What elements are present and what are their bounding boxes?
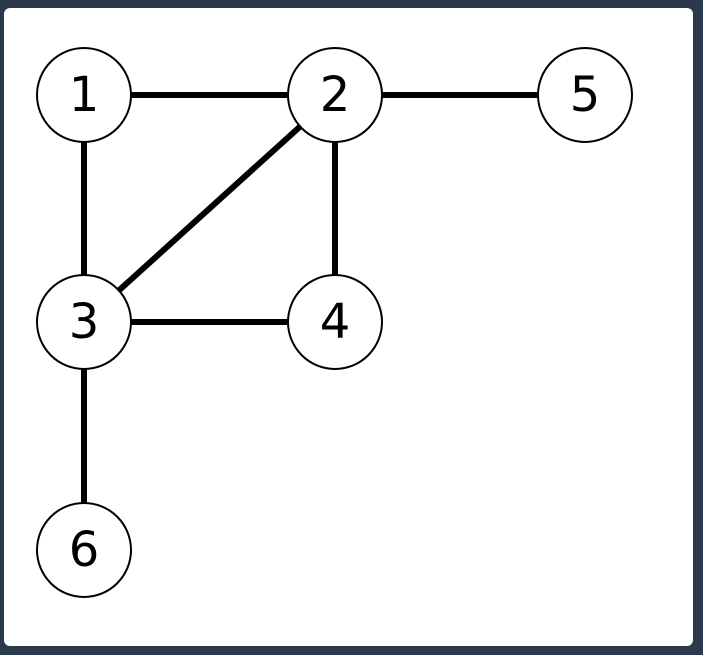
node-circle (36, 502, 132, 598)
node-circle (537, 47, 633, 143)
nodes-layer: 1 2 3 4 5 6 (36, 47, 633, 598)
node-label: 1 (69, 67, 100, 123)
node-6: 6 (36, 502, 132, 598)
node-4: 4 (287, 274, 383, 370)
node-circle (287, 274, 383, 370)
node-label: 6 (69, 522, 100, 578)
node-label: 5 (570, 67, 601, 123)
node-3: 3 (36, 274, 132, 370)
node-circle (287, 47, 383, 143)
node-label: 4 (320, 294, 351, 350)
graph-diagram: 1 2 3 4 5 6 (36, 47, 633, 598)
diagram-panel: 1 2 3 4 5 6 (4, 8, 693, 646)
node-label: 3 (69, 294, 100, 350)
edge-2-3 (116, 124, 303, 293)
node-circle (36, 274, 132, 370)
edges-layer (81, 92, 538, 503)
node-1: 1 (36, 47, 132, 143)
node-5: 5 (537, 47, 633, 143)
node-label: 2 (320, 67, 351, 123)
node-circle (36, 47, 132, 143)
node-2: 2 (287, 47, 383, 143)
